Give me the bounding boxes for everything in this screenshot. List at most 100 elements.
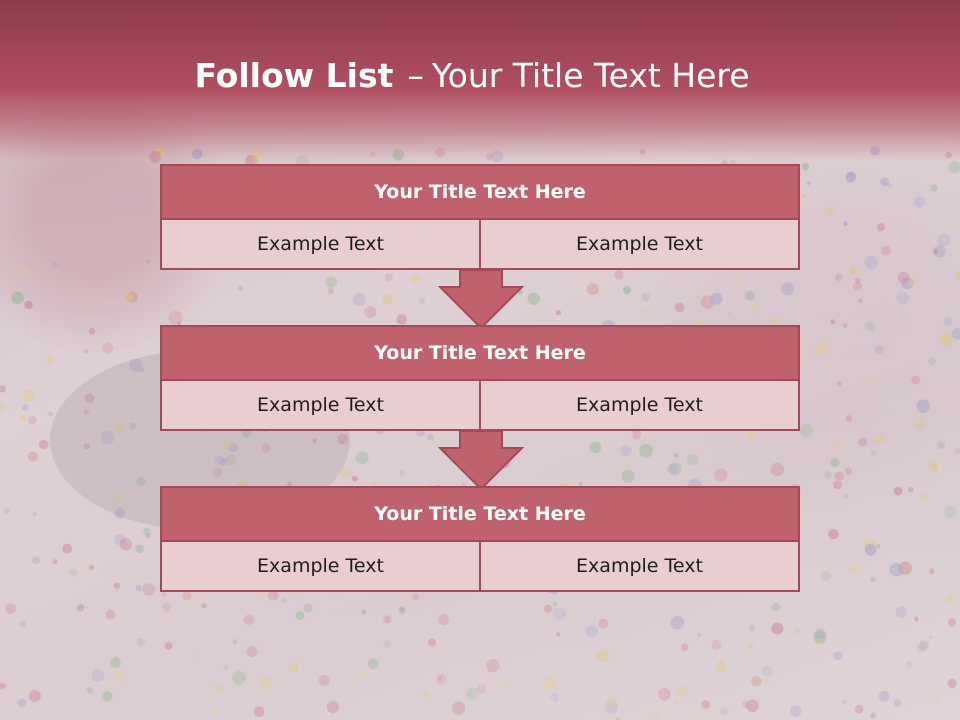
floral-dot: [928, 568, 935, 575]
floral-dot: [858, 298, 863, 303]
floral-dot: [210, 707, 219, 716]
floral-dot: [222, 439, 232, 450]
floral-dot: [337, 433, 349, 445]
floral-dot: [110, 657, 121, 668]
floral-dot: [834, 471, 844, 482]
floral-dot: [114, 422, 125, 433]
block-2-row: Example Text Example Text: [160, 381, 800, 431]
floral-dot: [874, 344, 884, 355]
floral-dot: [843, 221, 849, 227]
floral-dot: [939, 332, 953, 347]
floral-dot: [32, 511, 38, 517]
down-arrow-icon: [438, 431, 524, 491]
floral-dot: [913, 196, 925, 208]
floral-dot: [747, 642, 755, 650]
floral-dot: [88, 564, 95, 571]
slide-title-dash: –: [407, 56, 424, 95]
floral-dot: [622, 286, 632, 295]
floral-dot: [243, 614, 254, 625]
floral-dot: [883, 689, 888, 694]
floral-dot: [954, 448, 960, 454]
floral-dot: [17, 698, 26, 708]
floral-dot: [267, 590, 279, 601]
floral-dot: [507, 681, 512, 686]
block-3-right-text: Example Text: [479, 542, 798, 590]
floral-dot: [858, 437, 867, 447]
floral-dot: [898, 561, 912, 575]
floral-dot: [945, 594, 954, 603]
floral-dot: [164, 642, 173, 650]
floral-dot: [114, 507, 126, 519]
block-3-left-text: Example Text: [162, 542, 479, 590]
floral-dot: [835, 273, 843, 282]
floral-dot: [136, 476, 146, 486]
floral-dot: [18, 620, 26, 628]
floral-dot: [382, 294, 393, 305]
floral-dot: [4, 603, 16, 615]
floral-dot: [399, 470, 405, 476]
floral-dot: [0, 682, 6, 690]
floral-dot: [727, 312, 733, 317]
floral-dot: [3, 507, 11, 514]
floral-dot: [830, 458, 840, 468]
floral-dot: [253, 706, 265, 717]
floral-dot: [901, 277, 914, 290]
floral-dot: [951, 327, 960, 340]
floral-dot: [260, 676, 274, 691]
floral-dot: [486, 658, 500, 673]
floral-dot: [544, 604, 553, 613]
floral-dot: [789, 705, 802, 717]
list-block-3: Your Title Text Here Example Text Exampl…: [160, 486, 800, 592]
floral-dot: [102, 342, 114, 354]
floral-dot: [716, 661, 728, 673]
floral-dot: [799, 423, 813, 437]
floral-dot: [427, 433, 435, 441]
floral-dot: [745, 290, 756, 301]
floral-dot: [214, 684, 223, 693]
floral-dot: [889, 562, 904, 577]
floral-dot: [182, 591, 192, 601]
floral-dot: [281, 597, 287, 604]
floral-dot: [437, 613, 450, 626]
floral-dot: [836, 270, 842, 277]
floral-dot: [880, 177, 890, 187]
floral-dot: [45, 356, 54, 365]
floral-dot: [697, 633, 702, 638]
floral-dot: [887, 183, 892, 188]
floral-dot: [814, 341, 828, 355]
floral-dot: [246, 646, 258, 658]
floral-dot: [845, 171, 857, 183]
floral-dot: [669, 462, 682, 475]
floral-dot: [801, 194, 806, 199]
floral-dot: [527, 292, 540, 305]
floral-dot: [351, 475, 358, 482]
slide-title-bold: Follow List: [194, 56, 394, 95]
floral-dot: [212, 467, 223, 478]
floral-dot: [794, 627, 801, 634]
floral-dot: [873, 432, 886, 445]
floral-dot: [129, 422, 136, 430]
floral-dot: [410, 273, 421, 284]
floral-dot: [27, 451, 38, 462]
floral-dot: [919, 493, 927, 501]
floral-dot: [83, 408, 90, 415]
floral-dot: [667, 463, 679, 475]
floral-dot: [930, 184, 938, 192]
floral-dot: [119, 538, 133, 551]
floral-dot: [225, 454, 237, 466]
floral-dot: [710, 292, 723, 305]
floral-dot: [476, 683, 487, 694]
floral-dot: [695, 294, 701, 300]
floral-dot: [853, 281, 862, 291]
floral-dot: [771, 602, 781, 612]
floral-dot: [142, 583, 156, 596]
floral-dot: [437, 676, 443, 681]
floral-dot: [813, 631, 827, 645]
floral-dot: [295, 611, 305, 620]
floral-dot: [363, 668, 371, 676]
floral-dot: [10, 287, 16, 293]
floral-dot: [361, 609, 367, 615]
floral-dot: [589, 441, 602, 454]
floral-dot: [423, 691, 430, 698]
floral-dot: [830, 319, 835, 324]
